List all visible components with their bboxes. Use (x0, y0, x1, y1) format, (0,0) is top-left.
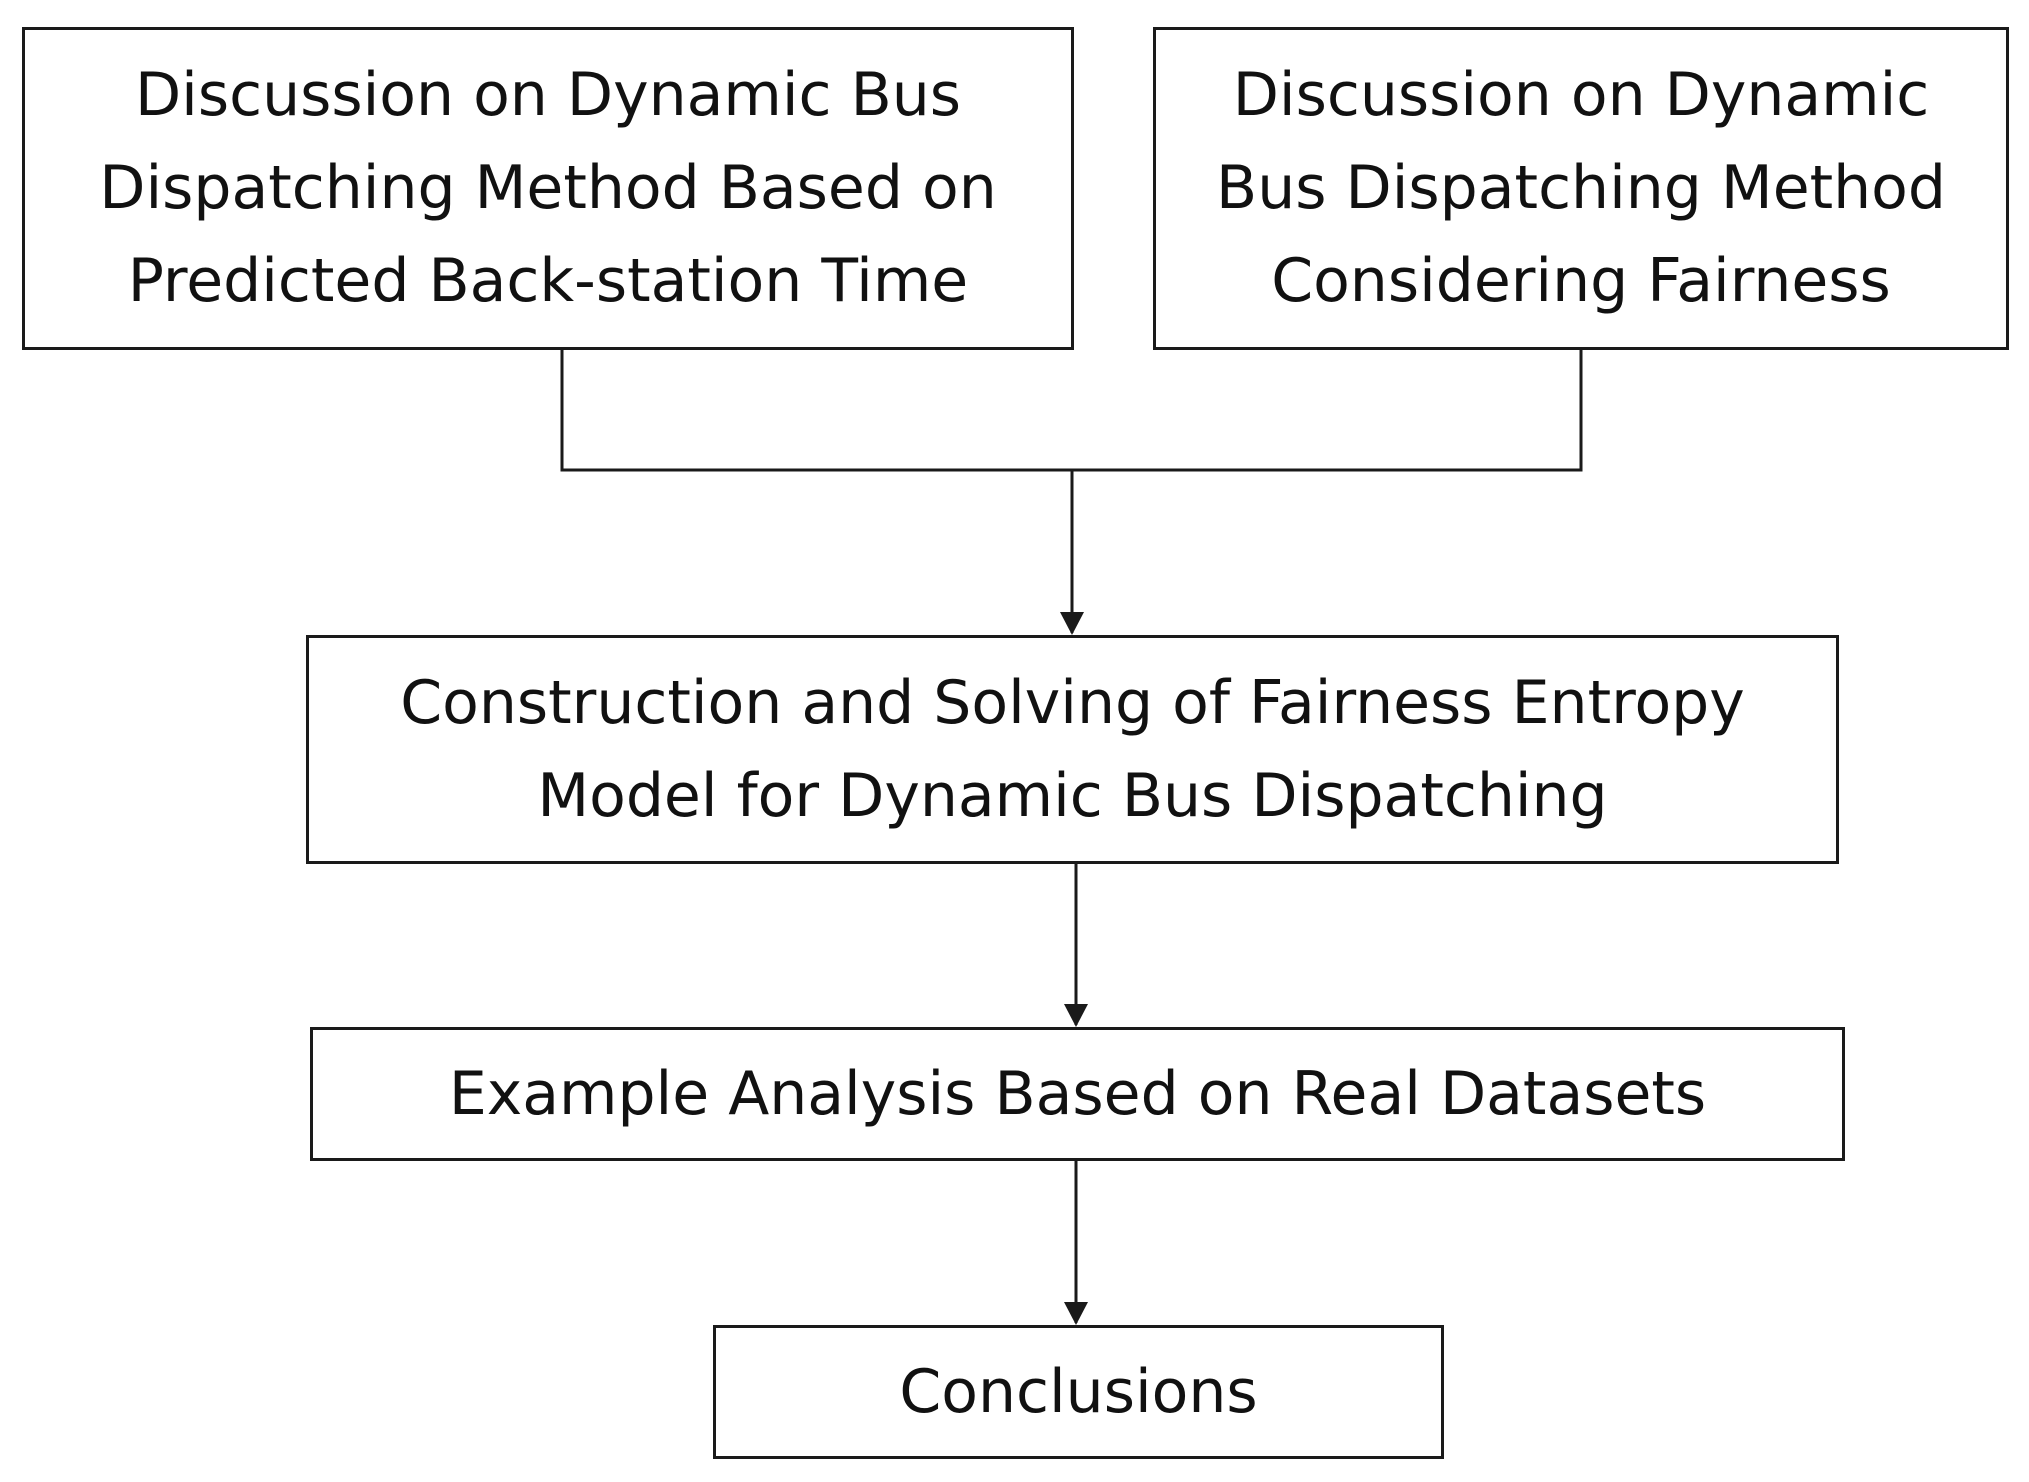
box-text-line: Conclusions (899, 1356, 1258, 1427)
box-dynamic-dispatch-fairness: Discussion on Dynamic Bus Dispatching Me… (1153, 27, 2009, 350)
box-text-line: Example Analysis Based on Real Datasets (448, 1058, 1707, 1129)
arrowhead-conclusions (1064, 1302, 1088, 1325)
box-conclusions: Conclusions (713, 1325, 1444, 1459)
box-fairness-entropy-model: Construction and Solving of Fairness Ent… (306, 635, 1839, 864)
box-text-line: Construction and Solving of Fairness Ent… (400, 667, 1745, 738)
box-dynamic-dispatch-back-station-time: Discussion on Dynamic Bus Dispatching Me… (22, 27, 1074, 350)
box-example-analysis: Example Analysis Based on Real Datasets (310, 1027, 1845, 1161)
box-text-line: Model for Dynamic Bus Dispatching (537, 760, 1608, 831)
box-text-line: Bus Dispatching Method (1216, 153, 1946, 223)
box-text-line: Discussion on Dynamic Bus (134, 60, 962, 130)
arrowhead-model (1060, 612, 1084, 635)
box-text-line: Predicted Back-station Time (127, 246, 969, 316)
connector-top-left-to-merge (560, 350, 1074, 472)
connector-top-right-to-merge (1074, 350, 1583, 472)
box-text-line: Discussion on Dynamic (1232, 60, 1930, 130)
box-text-line: Dispatching Method Based on (99, 153, 997, 223)
arrowhead-example (1064, 1004, 1088, 1027)
box-text-line: Considering Fairness (1271, 246, 1891, 316)
